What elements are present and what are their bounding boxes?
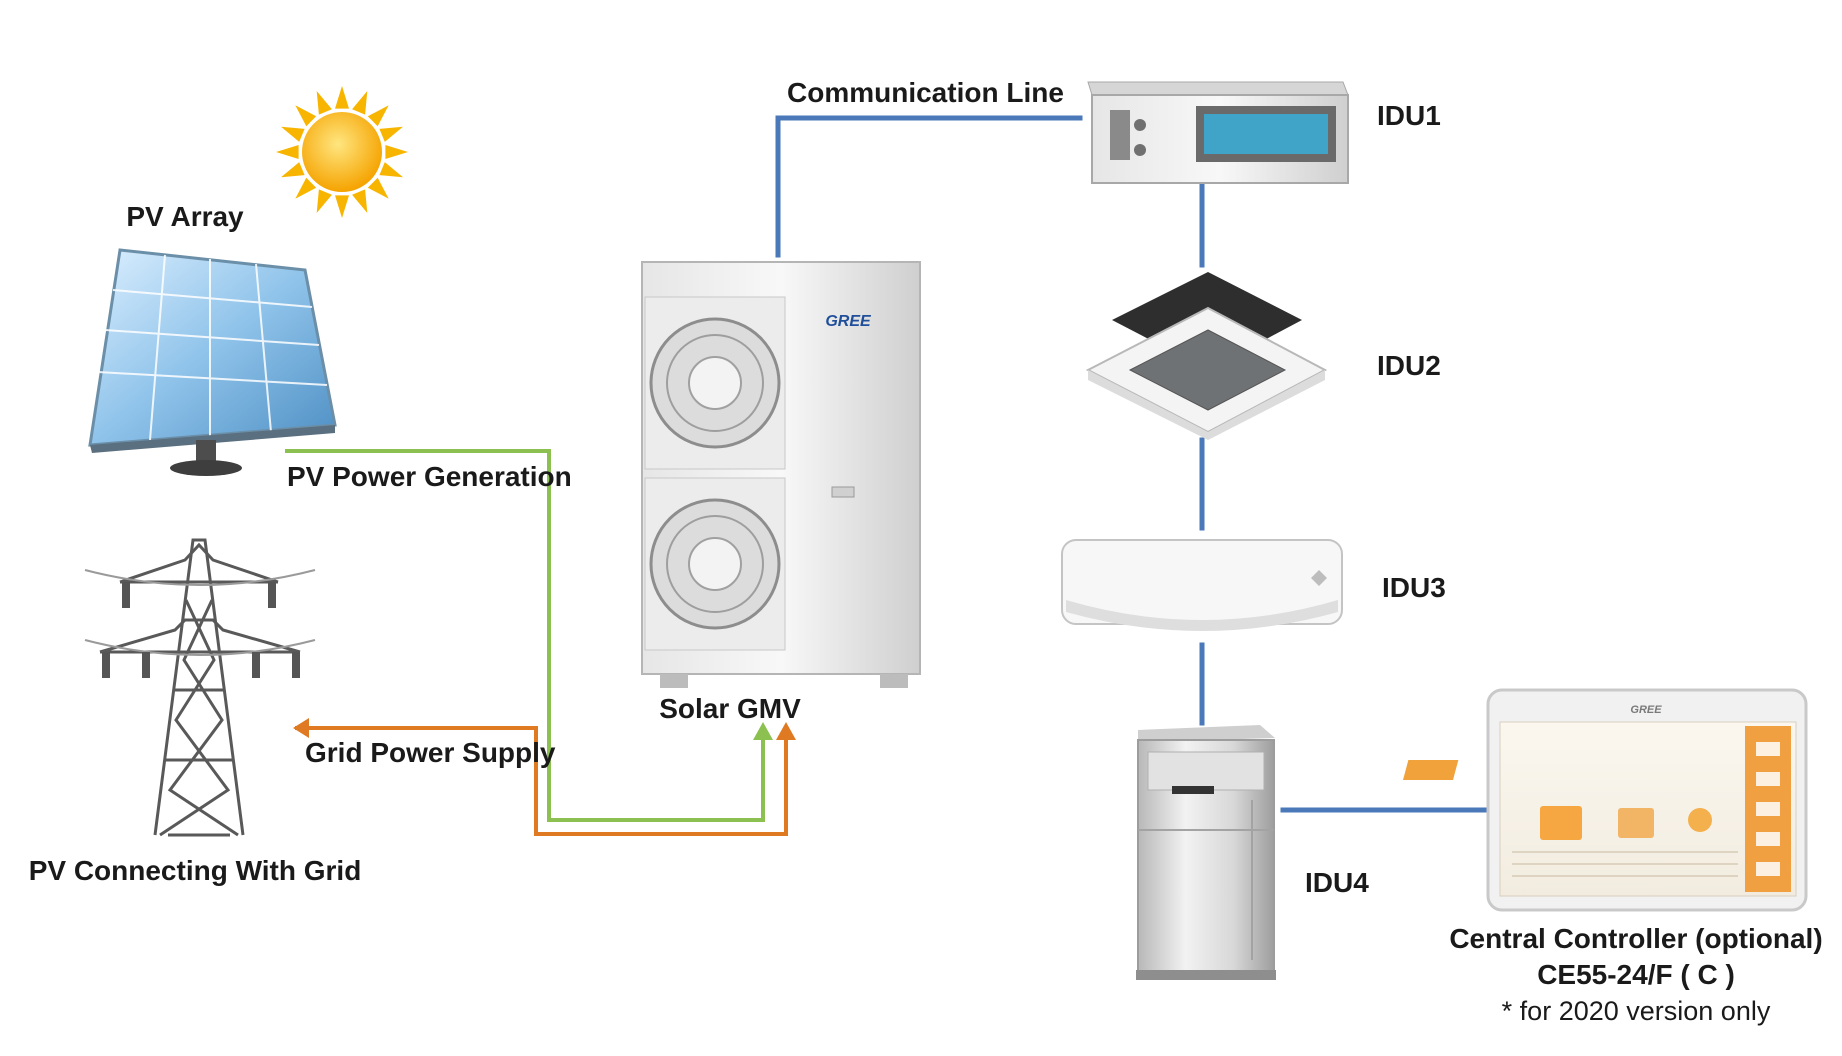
sun-ray xyxy=(352,189,368,213)
sun-ray xyxy=(316,91,332,115)
communication-lines xyxy=(775,115,1490,813)
sun-ray xyxy=(281,162,305,178)
controller-title-label: Central Controller (optional) xyxy=(1449,923,1822,954)
idu3-wall-mounted-unit xyxy=(1061,539,1343,631)
sun-ray xyxy=(385,145,408,159)
sun-icon xyxy=(276,86,408,218)
controller-note-label: * for 2020 version only xyxy=(1502,996,1771,1026)
idu3-label: IDU3 xyxy=(1382,572,1446,603)
controller-gree-logo: GREE xyxy=(1630,704,1662,716)
idu2-label: IDU2 xyxy=(1377,350,1441,381)
tower-insulators xyxy=(102,582,300,678)
pv-power-generation-line xyxy=(285,449,773,822)
sun-ray xyxy=(295,105,317,127)
grid-power-supply-line xyxy=(293,718,796,836)
central-controller-device: GREE xyxy=(1402,688,1808,912)
sun-ray xyxy=(379,162,403,178)
pv-array-icon xyxy=(88,248,337,476)
controller-model-label: CE55-24/F ( C ) xyxy=(1537,959,1735,990)
solar-gmv-outdoor-unit: GREE xyxy=(641,261,921,688)
sun-ray xyxy=(335,86,349,109)
pv-power-generation-label: PV Power Generation xyxy=(287,461,572,492)
fan-grille-bottom xyxy=(649,498,781,630)
sun-ray xyxy=(379,126,403,142)
idu1-label: IDU1 xyxy=(1377,100,1441,131)
pv-array-label: PV Array xyxy=(126,201,244,232)
sun-ray xyxy=(352,91,368,115)
sun-ray xyxy=(367,177,389,199)
idu4-floor-standing-unit xyxy=(1136,725,1276,980)
sun-ray xyxy=(295,177,317,199)
sun-ray xyxy=(316,189,332,213)
sun-ray xyxy=(276,145,299,159)
idu4-label: IDU4 xyxy=(1305,867,1369,898)
idu1-ducted-unit xyxy=(1087,81,1349,184)
sun-ray xyxy=(367,105,389,127)
idu2-cassette-unit xyxy=(1085,272,1328,440)
solar-gmv-label: Solar GMV xyxy=(659,693,801,724)
pv-connecting-with-grid-label: PV Connecting With Grid xyxy=(29,855,362,886)
sun-ray xyxy=(335,195,349,218)
fan-grille-top xyxy=(649,317,781,449)
sun-ray xyxy=(281,126,305,142)
communication-line-odu-to-idu1 xyxy=(775,115,1083,258)
grid-power-supply-label: Grid Power Supply xyxy=(305,737,556,768)
gree-logo: GREE xyxy=(825,313,872,330)
power-tower-icon xyxy=(84,538,316,837)
communication-line-label: Communication Line xyxy=(787,77,1064,108)
idu3-display-icon xyxy=(1311,570,1327,586)
